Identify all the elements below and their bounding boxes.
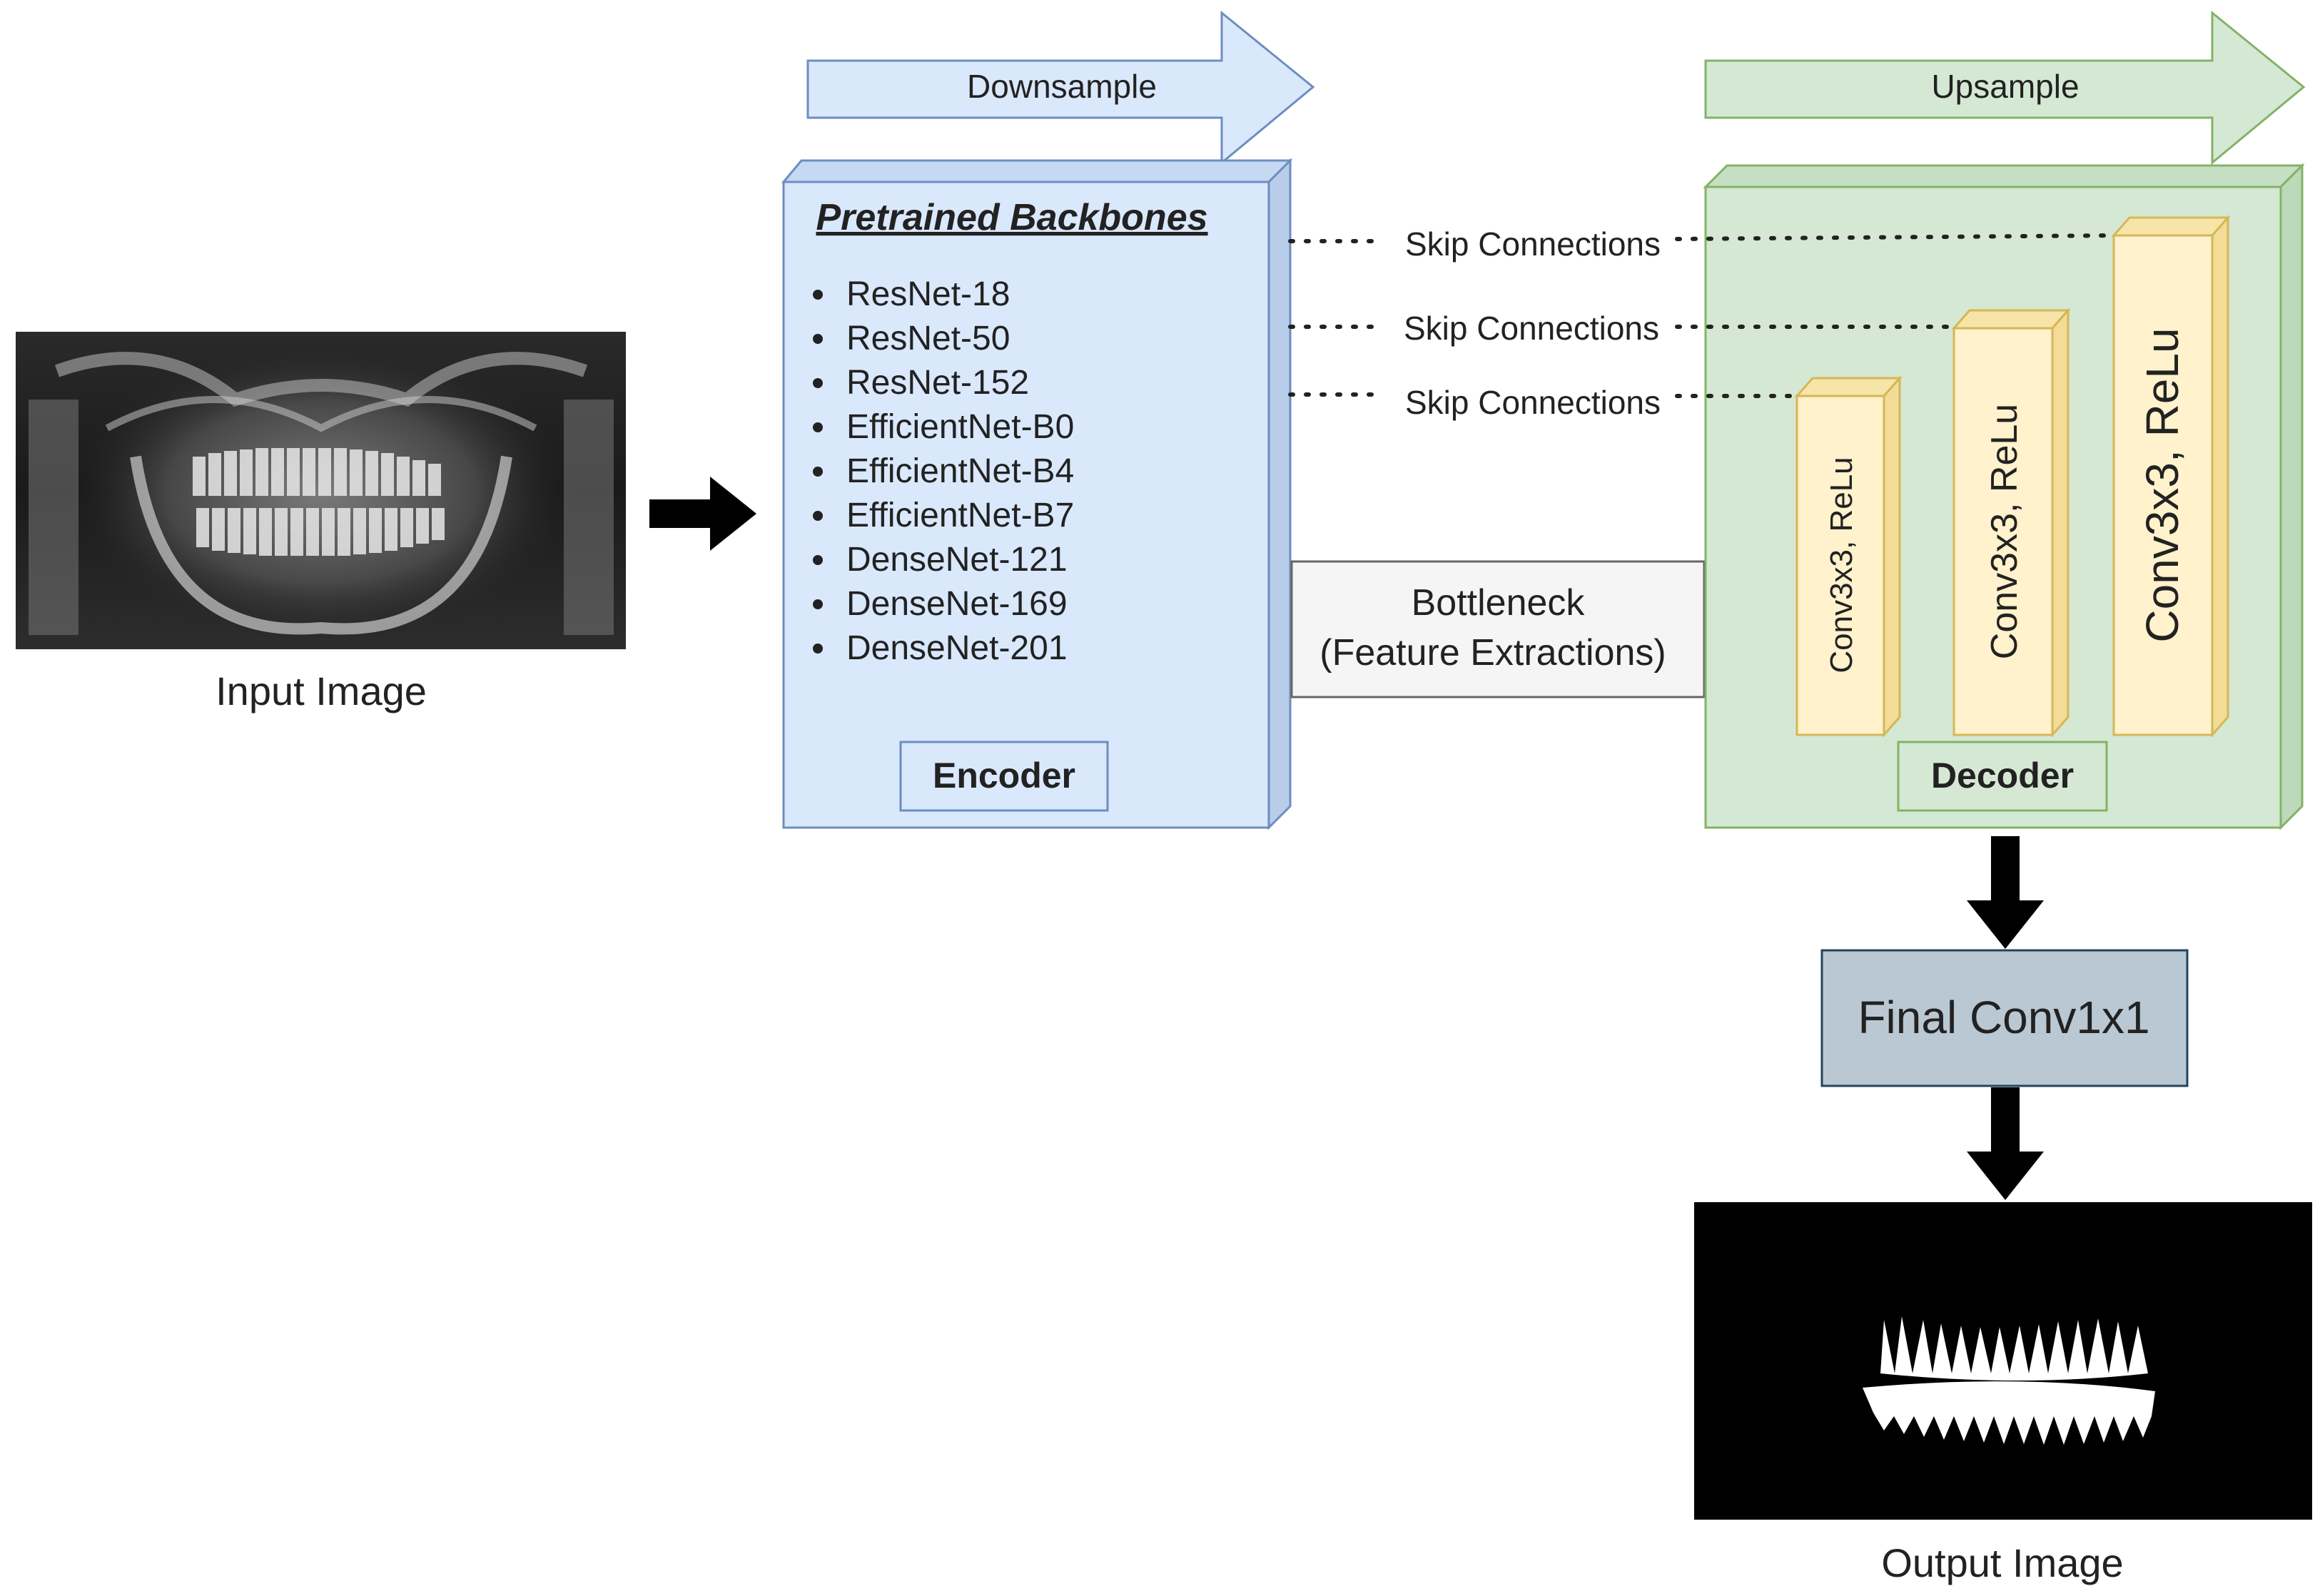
input-image-label: Input Image [216,669,427,713]
bullet [813,422,823,432]
conv-block-large [2111,215,2231,738]
backbone-item: ResNet-152 [846,364,1029,402]
output-image-label: Output Image [1881,1540,2123,1585]
arrow-final-to-output [1967,1087,2044,1200]
decoder-label-box [1897,741,2108,812]
skip-connection-label: Skip Connections [1404,310,1659,347]
skip-connection-label: Skip Connections [1405,384,1661,421]
encoder-title: Pretrained Backbones [816,197,1207,238]
encoder-label: Encoder [933,756,1075,796]
backbone-item: EfficientNet-B0 [846,408,1074,446]
bullet [813,467,823,477]
bullet [813,555,823,565]
bullet [813,334,823,344]
upsample-arrow [1704,10,2306,166]
downsample-label: Downsample [967,68,1157,105]
backbone-item: DenseNet-121 [846,541,1068,579]
backbone-item: EfficientNet-B7 [846,497,1074,534]
conv-block-small [1794,375,1903,738]
conv-block-medium [1951,307,2071,738]
backbone-list: ResNet-18 ResNet-50 ResNet-152 Efficient… [813,275,1074,667]
skip-connection-label: Skip Connections [1405,225,1661,263]
backbone-item: DenseNet-169 [846,585,1068,623]
bottleneck-box [1290,560,1706,698]
bottleneck-line1: Bottleneck [1412,582,1586,624]
conv-block-small-label: Conv3x3, ReLu [1824,457,1859,673]
arrow-input-to-encoder [649,477,756,551]
skip-connection-lines [1288,233,2116,398]
decoder-label: Decoder [1931,756,2074,796]
output-segmentation-image [1694,1202,2312,1520]
backbone-item: ResNet-50 [846,320,1010,357]
encoder-box [781,158,1293,830]
upsample-label: Upsample [1931,68,2079,105]
backbone-item: DenseNet-201 [846,629,1068,667]
conv-block-large-label: Conv3x3, ReLu [2137,327,2188,642]
downsample-arrow [806,10,1315,166]
bullet [813,644,823,654]
backbone-item: EfficientNet-B4 [846,452,1074,490]
final-conv-label: Final Conv1x1 [1858,992,2149,1043]
bottleneck-line2: (Feature Extractions) [1319,632,1666,674]
bullet [813,378,823,388]
encoder-label-box [899,741,1109,812]
arrow-decoder-to-final [1967,836,2044,949]
bullet [813,599,823,609]
conv-block-medium-label: Conv3x3, ReLu [1984,404,2025,659]
bullet [813,290,823,300]
input-xray-image [16,332,626,649]
bullet [813,511,823,521]
backbone-item: ResNet-18 [846,275,1010,313]
final-conv-box [1820,949,2189,1087]
